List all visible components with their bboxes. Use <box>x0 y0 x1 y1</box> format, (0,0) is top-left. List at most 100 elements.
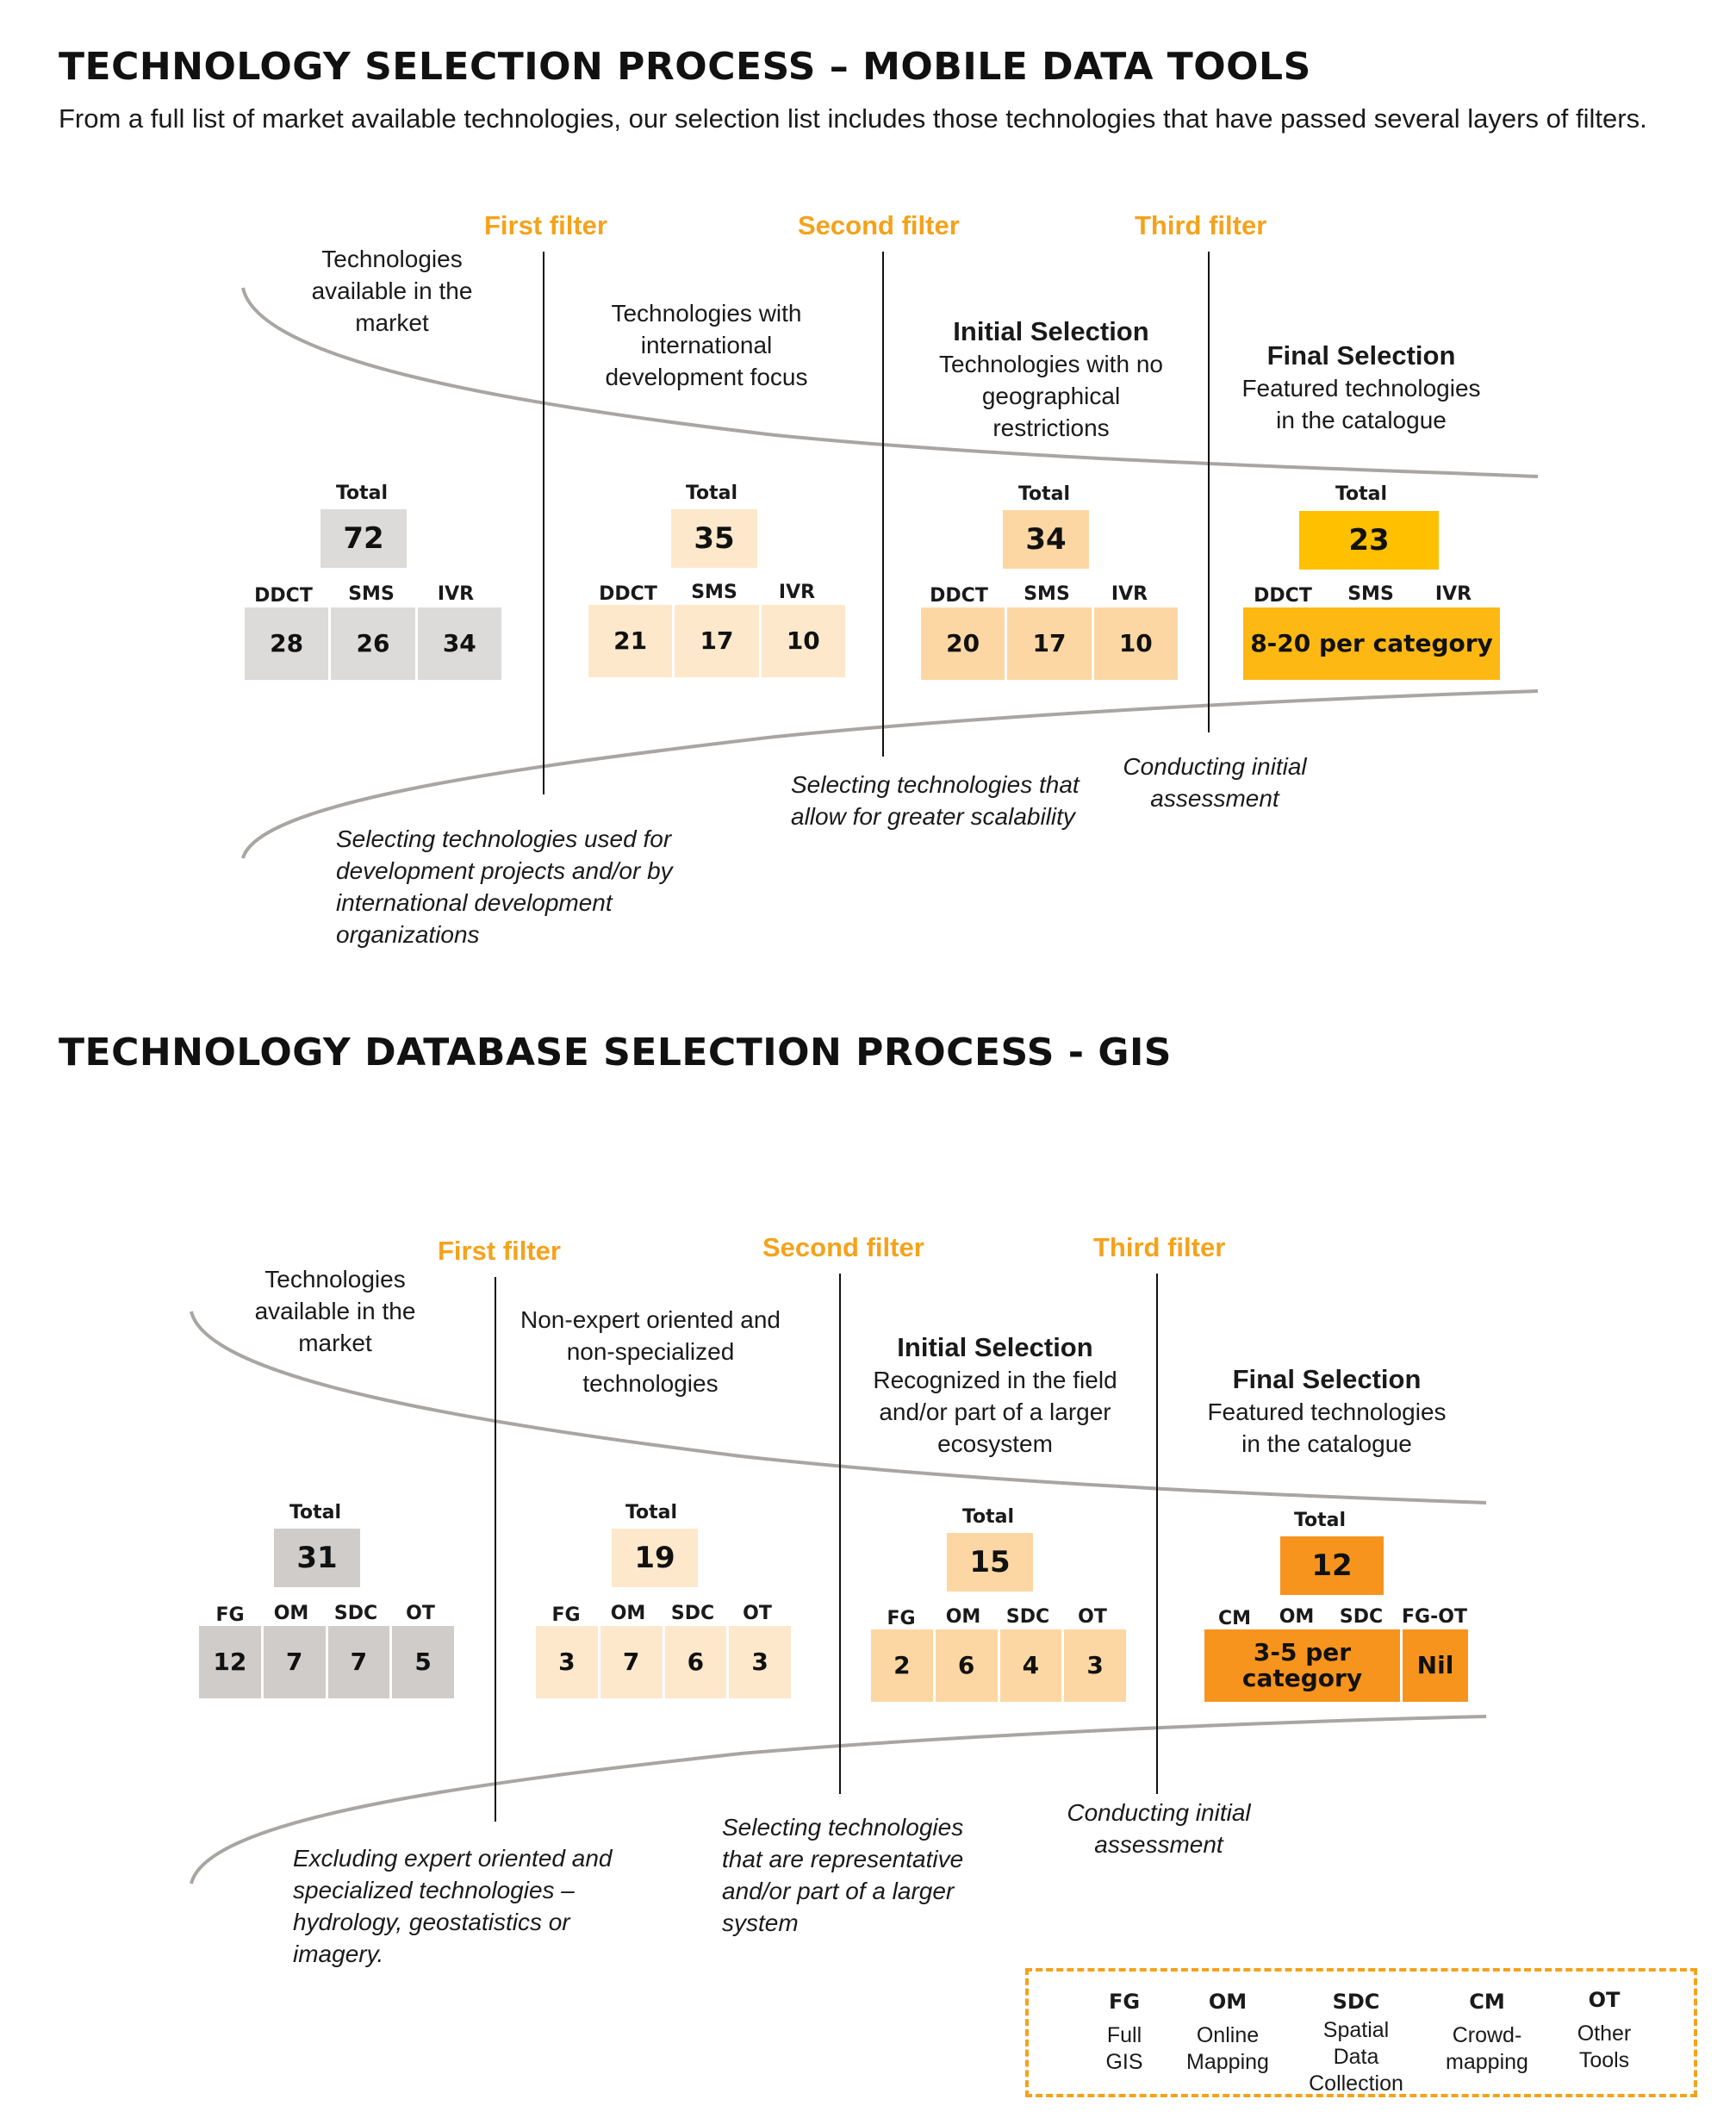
mobile-third-filter-line <box>1208 252 1210 732</box>
mobile-title: TECHNOLOGY SELECTION PROCESS – MOBILE DA… <box>59 45 1311 89</box>
gis-g3-values: 2 6 4 3 <box>871 1629 1126 1702</box>
gis-g4-total-label: Total <box>1293 1510 1347 1531</box>
gis-g4-cat-cm: CM <box>1217 1608 1252 1629</box>
mobile-g3-value-ddct: 20 <box>921 607 1008 680</box>
mobile-funnel-bottom-curve <box>241 689 1539 859</box>
gis-title: TECHNOLOGY DATABASE SELECTION PROCESS - … <box>59 1031 1172 1075</box>
legend-sdc-label: Spatial Data Collection <box>1309 2018 1403 2096</box>
legend-fg-abbr: FG <box>1108 1990 1141 2014</box>
mobile-g3-cat-ddct: DDCT <box>930 585 988 607</box>
gis-g3-cat-om: OM <box>945 1606 981 1628</box>
mobile-g1-value-ivr: 34 <box>417 607 501 680</box>
gis-g3-total-label: Total <box>961 1506 1015 1528</box>
mobile-third-filter-label: Third filter <box>1135 210 1267 240</box>
gis-g4-total: 12 <box>1280 1536 1384 1595</box>
mobile-funnel-top-curve <box>241 287 1539 478</box>
gis-g1-value-ot: 5 <box>392 1626 454 1698</box>
gis-final-desc: Featured technologies in the catalogue <box>1207 1399 1447 1457</box>
mobile-g2-cat-ddct: DDCT <box>599 583 657 605</box>
gis-g3-cat-ot: OT <box>1078 1606 1107 1628</box>
mobile-g3-total-label: Total <box>1017 483 1071 505</box>
gis-g1-cat-fg: FG <box>215 1604 245 1626</box>
legend-fg-label: Full GIS <box>1105 2023 1143 2074</box>
mobile-g1-total: 72 <box>320 509 407 568</box>
gis-g2-values: 3 7 6 3 <box>536 1626 791 1698</box>
gis-g3-value-fg: 2 <box>871 1629 936 1702</box>
mobile-g2-total: 35 <box>671 509 757 568</box>
gis-stage-nonexpert: Non-expert oriented and non-specialized … <box>520 1306 781 1397</box>
gis-g3-cat-fg: FG <box>887 1608 916 1629</box>
legend-ot-abbr: OT <box>1588 1988 1621 2012</box>
gis-note-third: Conducting initial assessment <box>1067 1799 1251 1858</box>
gis-final-title: Final Selection <box>1232 1364 1422 1394</box>
gis-funnel-bottom-curve <box>190 1715 1487 1884</box>
mobile-g1-value-sms: 26 <box>331 607 418 680</box>
gis-stage-market: Technologies available in the market <box>254 1266 416 1356</box>
mobile-stage-initial: Initial Selection Technologies with no g… <box>930 315 1172 444</box>
gis-g4-cat-sdc: SDC <box>1339 1606 1384 1628</box>
gis-note-first: Excluding expert oriented and specialize… <box>293 1845 613 1967</box>
mobile-g3-total: 34 <box>1003 510 1089 569</box>
mobile-stage-final: Final Selection Featured technologies in… <box>1241 340 1482 436</box>
gis-initial-title: Initial Selection <box>897 1332 1093 1362</box>
gis-g1-cat-ot: OT <box>406 1603 435 1624</box>
mobile-g3-cat-sms: SMS <box>1024 583 1070 605</box>
mobile-g2-value-ddct: 21 <box>588 605 675 677</box>
mobile-g4-total: 23 <box>1299 511 1439 570</box>
gis-g4-cat-om: OM <box>1279 1606 1315 1628</box>
mobile-g3-value-ivr: 10 <box>1093 607 1178 680</box>
gis-stage-final: Final Selection Featured technologies in… <box>1206 1363 1447 1460</box>
legend-fg: FG Full GIS <box>1077 1989 1172 2076</box>
gis-g1-values: 12 7 7 5 <box>199 1626 454 1698</box>
legend-cm-label: Crowd-mapping <box>1446 2023 1528 2074</box>
mobile-g4-values: 8-20 per category <box>1243 607 1500 680</box>
gis-g2-value-ot: 3 <box>729 1626 791 1698</box>
mobile-initial-desc: Technologies with no geographical restri… <box>939 351 1163 441</box>
gis-legend: FG Full GIS OM Online Mapping SDC Spatia… <box>1025 1968 1697 2097</box>
mobile-g4-value-range: 8-20 per category <box>1243 607 1500 680</box>
mobile-g4-cat-sms: SMS <box>1347 583 1394 605</box>
mobile-g3-value-sms: 17 <box>1007 607 1094 680</box>
mobile-g2-value-ivr: 10 <box>761 605 845 677</box>
gis-g4-value-nil: Nil <box>1403 1629 1468 1702</box>
gis-g1-total: 31 <box>274 1529 360 1587</box>
gis-g3-total: 15 <box>947 1533 1033 1592</box>
gis-second-filter-line <box>839 1274 841 1794</box>
mobile-first-filter-line <box>543 252 544 794</box>
gis-g2-value-om: 7 <box>600 1626 665 1698</box>
mobile-g3-cat-ivr: IVR <box>1111 583 1148 605</box>
mobile-final-title: Final Selection <box>1266 340 1456 371</box>
mobile-g4-cat-ddct: DDCT <box>1254 585 1312 607</box>
gis-stage-initial: Initial Selection Recognized in the fiel… <box>870 1331 1120 1460</box>
legend-cm: CM Crowd-mapping <box>1427 1989 1547 2076</box>
gis-funnel-top-curve <box>190 1311 1487 1504</box>
mobile-g1-cat-ivr: IVR <box>437 583 475 605</box>
mobile-g1-cat-sms: SMS <box>348 583 395 605</box>
mobile-g4-cat-ivr: IVR <box>1434 583 1472 605</box>
mobile-g2-cat-ivr: IVR <box>778 582 816 603</box>
legend-ot: OT Other Tools <box>1552 1987 1656 2074</box>
mobile-stage-market: Technologies available in the market <box>311 246 473 336</box>
gis-g2-total-label: Total <box>625 1502 678 1523</box>
mobile-stage-intl: Technologies with international developm… <box>605 300 808 390</box>
legend-om-abbr: OM <box>1208 1990 1248 2014</box>
legend-cm-abbr: CM <box>1469 1990 1505 2014</box>
gis-g4-value-range: 3-5 per category <box>1204 1629 1403 1702</box>
mobile-intro: From a full list of market available tec… <box>59 103 1647 134</box>
legend-sdc-abbr: SDC <box>1332 1990 1380 2014</box>
mobile-g1-values: 28 26 34 <box>245 607 501 680</box>
mobile-second-filter-line <box>882 252 884 757</box>
mobile-second-filter-label: Second filter <box>798 210 960 240</box>
mobile-first-filter-label: First filter <box>484 210 607 240</box>
gis-g2-cat-ot: OT <box>743 1603 772 1624</box>
mobile-note-first: Selecting technologies used for developm… <box>336 825 673 948</box>
gis-g2-cat-om: OM <box>610 1603 646 1624</box>
gis-g1-value-om: 7 <box>263 1626 328 1698</box>
mobile-initial-title: Initial Selection <box>953 316 1149 346</box>
gis-g2-value-sdc: 6 <box>664 1626 730 1698</box>
mobile-note-second: Selecting technologies that allow for gr… <box>791 771 1080 830</box>
gis-g3-value-om: 6 <box>935 1629 1000 1702</box>
gis-g4-cat-fg-ot: FG-OT <box>1402 1606 1467 1628</box>
mobile-g3-values: 20 17 10 <box>921 607 1178 680</box>
mobile-g4-total-label: Total <box>1335 483 1388 505</box>
